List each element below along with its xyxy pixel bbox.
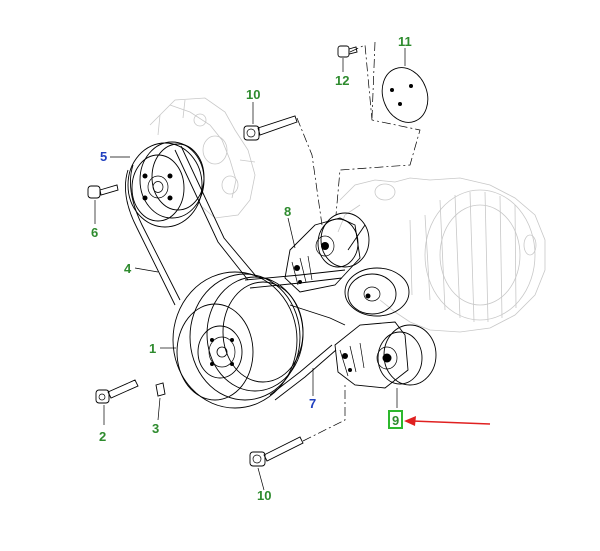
callout-10-upper: 10 (246, 87, 260, 102)
bolt-6 (87, 184, 119, 199)
highlight-box-part-9 (388, 410, 403, 429)
bolt-lower-10 (249, 436, 304, 467)
callout-11: 11 (398, 34, 412, 49)
callout-7: 7 (309, 396, 316, 411)
leader-lines (94, 48, 406, 491)
upper-tensioner (284, 212, 370, 293)
callout-3: 3 (152, 421, 159, 436)
idler-pulley (344, 267, 410, 317)
lower-tensioner (334, 321, 437, 389)
upper-pulley (127, 141, 205, 228)
bolt-12 (337, 45, 358, 58)
callout-labels: 1 2 3 4 5 6 7 8 9 10 10 11 12 (91, 34, 412, 503)
callout-12: 12 (335, 73, 349, 88)
crankshaft-pulley (172, 271, 304, 409)
engine-block-ghost (149, 97, 256, 219)
dowel-pin-3 (155, 382, 166, 397)
alternator-ghost (337, 177, 546, 333)
callout-5: 5 (100, 149, 107, 164)
cover-plate (381, 67, 429, 123)
callout-10-lower: 10 (257, 488, 271, 503)
callout-1: 1 (149, 341, 156, 356)
pointer-arrow (404, 416, 491, 426)
callout-8: 8 (284, 204, 291, 219)
bolt-upper-10 (243, 115, 298, 141)
bolt-2 (95, 379, 139, 404)
callout-9: 9 (392, 413, 399, 428)
callout-4: 4 (124, 261, 132, 276)
callout-2: 2 (99, 429, 106, 444)
drive-belt (125, 145, 366, 401)
callout-6: 6 (91, 225, 98, 240)
alignment-lines (296, 41, 421, 442)
